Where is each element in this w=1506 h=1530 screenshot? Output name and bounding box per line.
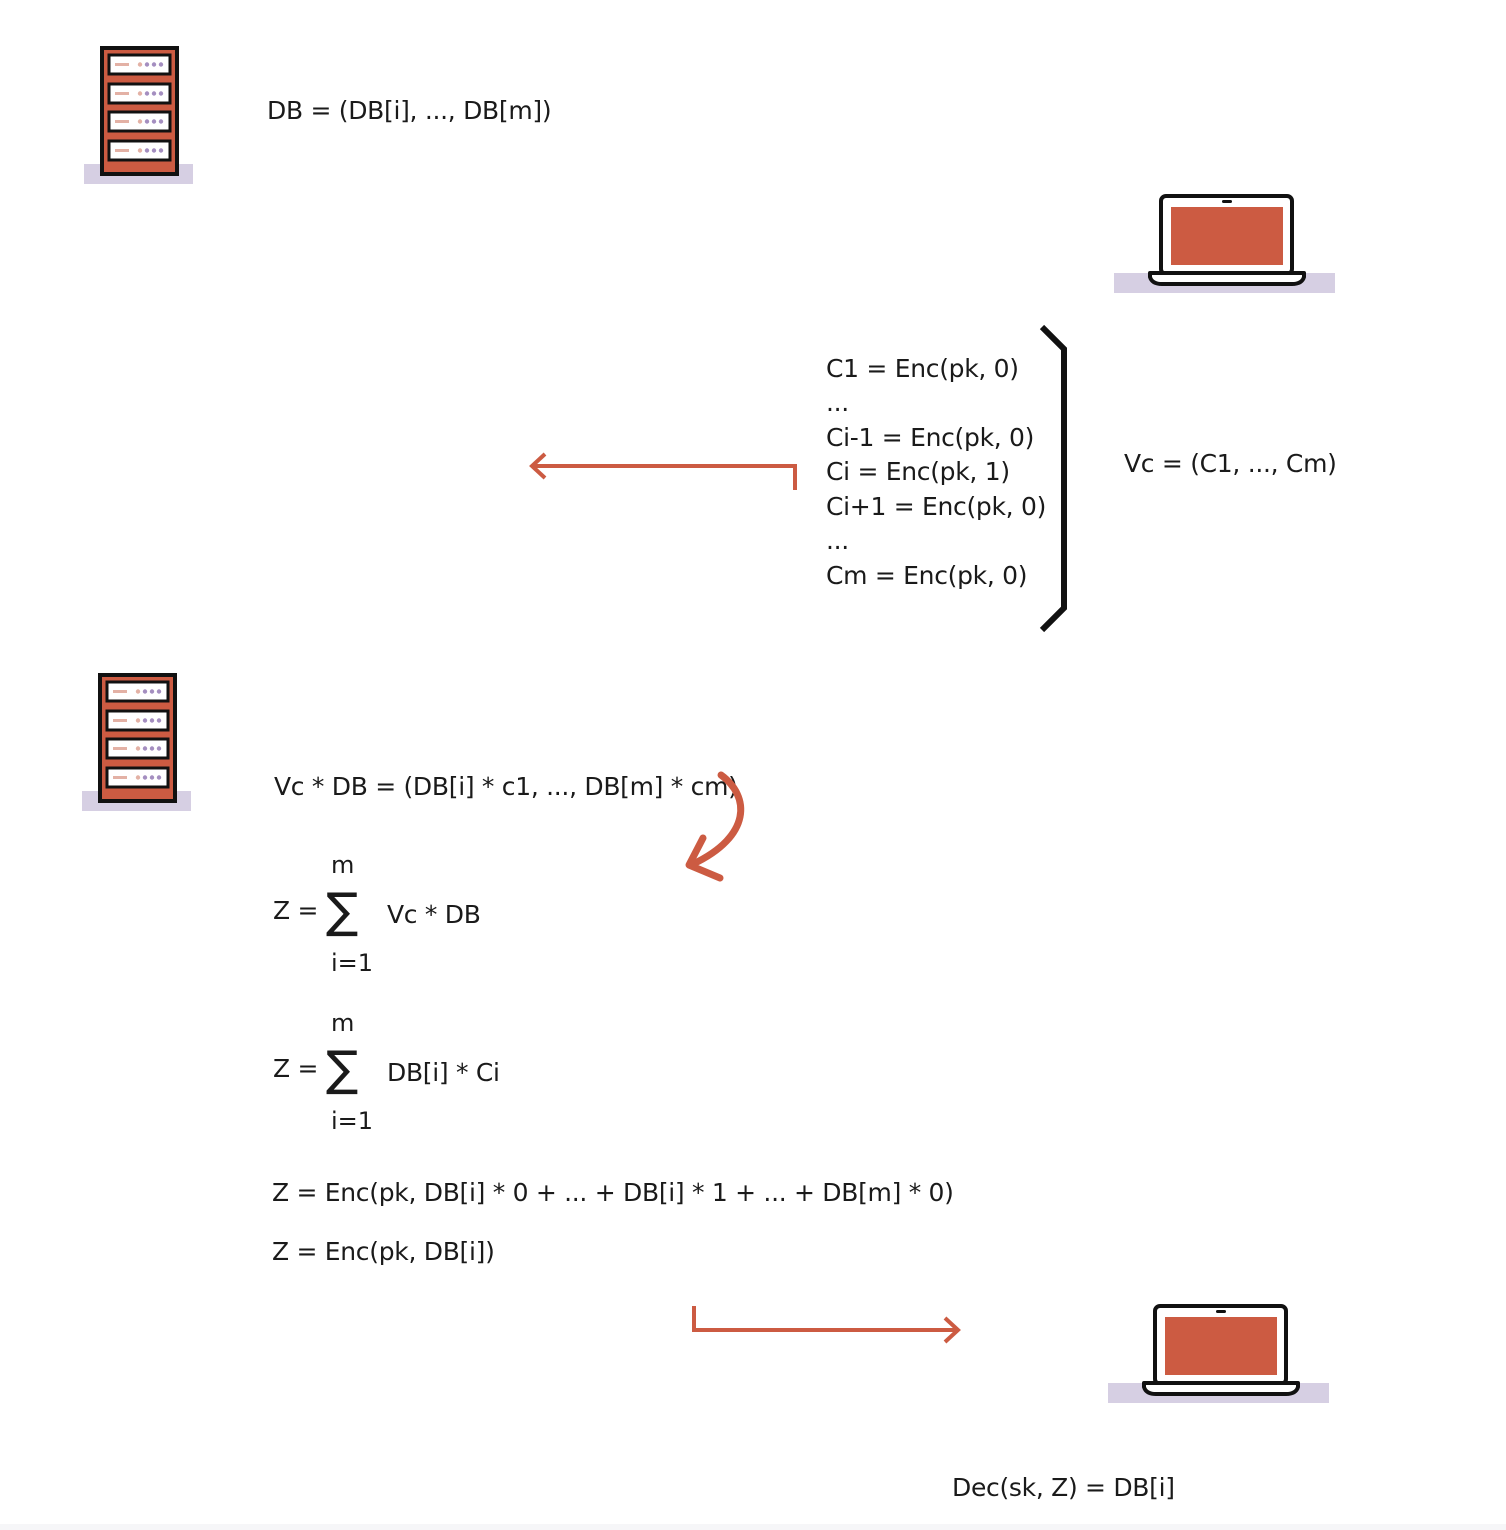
laptop-base	[1142, 1381, 1300, 1396]
laptop-camera	[1216, 1310, 1226, 1313]
server-rack-icon	[82, 673, 191, 811]
decryption-formula: Dec(sk, Z) = DB[i]	[952, 1473, 1175, 1502]
server-slot	[105, 766, 170, 789]
sigma-symbol: ∑	[326, 883, 359, 939]
sum-lower-limit: i=1	[331, 1107, 374, 1135]
query-line: Ci+1 = Enc(pk, 0)	[826, 492, 1047, 521]
result-formula: Z = Enc(pk, DB[i])	[272, 1237, 495, 1266]
server-slot	[107, 82, 172, 105]
server-slot	[107, 139, 172, 162]
query-line: Cm = Enc(pk, 0)	[826, 561, 1028, 590]
sigma-symbol: ∑	[326, 1041, 359, 1097]
right-bracket	[1039, 324, 1067, 633]
db-definition: DB = (DB[i], ..., DB[m])	[267, 96, 552, 125]
laptop-icon	[1114, 194, 1335, 293]
sum-upper-limit: m	[331, 851, 355, 879]
laptop-icon	[1108, 1304, 1329, 1403]
query-line: ...	[826, 388, 849, 417]
server-slot	[107, 53, 172, 76]
arrow-left-icon	[529, 452, 797, 490]
query-line: Ci = Enc(pk, 1)	[826, 457, 1010, 486]
server-slot	[105, 709, 170, 732]
server-rack-icon	[84, 46, 193, 184]
laptop-base	[1148, 271, 1306, 286]
laptop-screen	[1171, 207, 1283, 265]
sum-lhs: Z =	[273, 1054, 319, 1083]
sum-body: DB[i] * Ci	[387, 1058, 500, 1087]
curved-arrow-icon	[685, 771, 745, 882]
sum-lhs: Z =	[273, 896, 319, 925]
bottom-band	[0, 1524, 1506, 1530]
product-formula: Vc * DB = (DB[i] * c1, ..., DB[m] * cm)	[274, 772, 738, 801]
query-line: ...	[826, 526, 849, 555]
server-slot	[107, 110, 172, 133]
arrow-right-icon	[692, 1306, 961, 1344]
server-slot	[105, 680, 170, 703]
sum-lower-limit: i=1	[331, 949, 374, 977]
expanded-formula: Z = Enc(pk, DB[i] * 0 + ... + DB[i] * 1 …	[272, 1178, 954, 1207]
server-slot	[105, 737, 170, 760]
query-line: Ci-1 = Enc(pk, 0)	[826, 423, 1035, 452]
laptop-screen	[1165, 1317, 1277, 1375]
query-line: C1 = Enc(pk, 0)	[826, 354, 1019, 383]
sum-upper-limit: m	[331, 1009, 355, 1037]
sum-body: Vc * DB	[387, 900, 481, 929]
laptop-camera	[1222, 200, 1232, 203]
vector-definition: Vc = (C1, ..., Cm)	[1124, 449, 1337, 478]
